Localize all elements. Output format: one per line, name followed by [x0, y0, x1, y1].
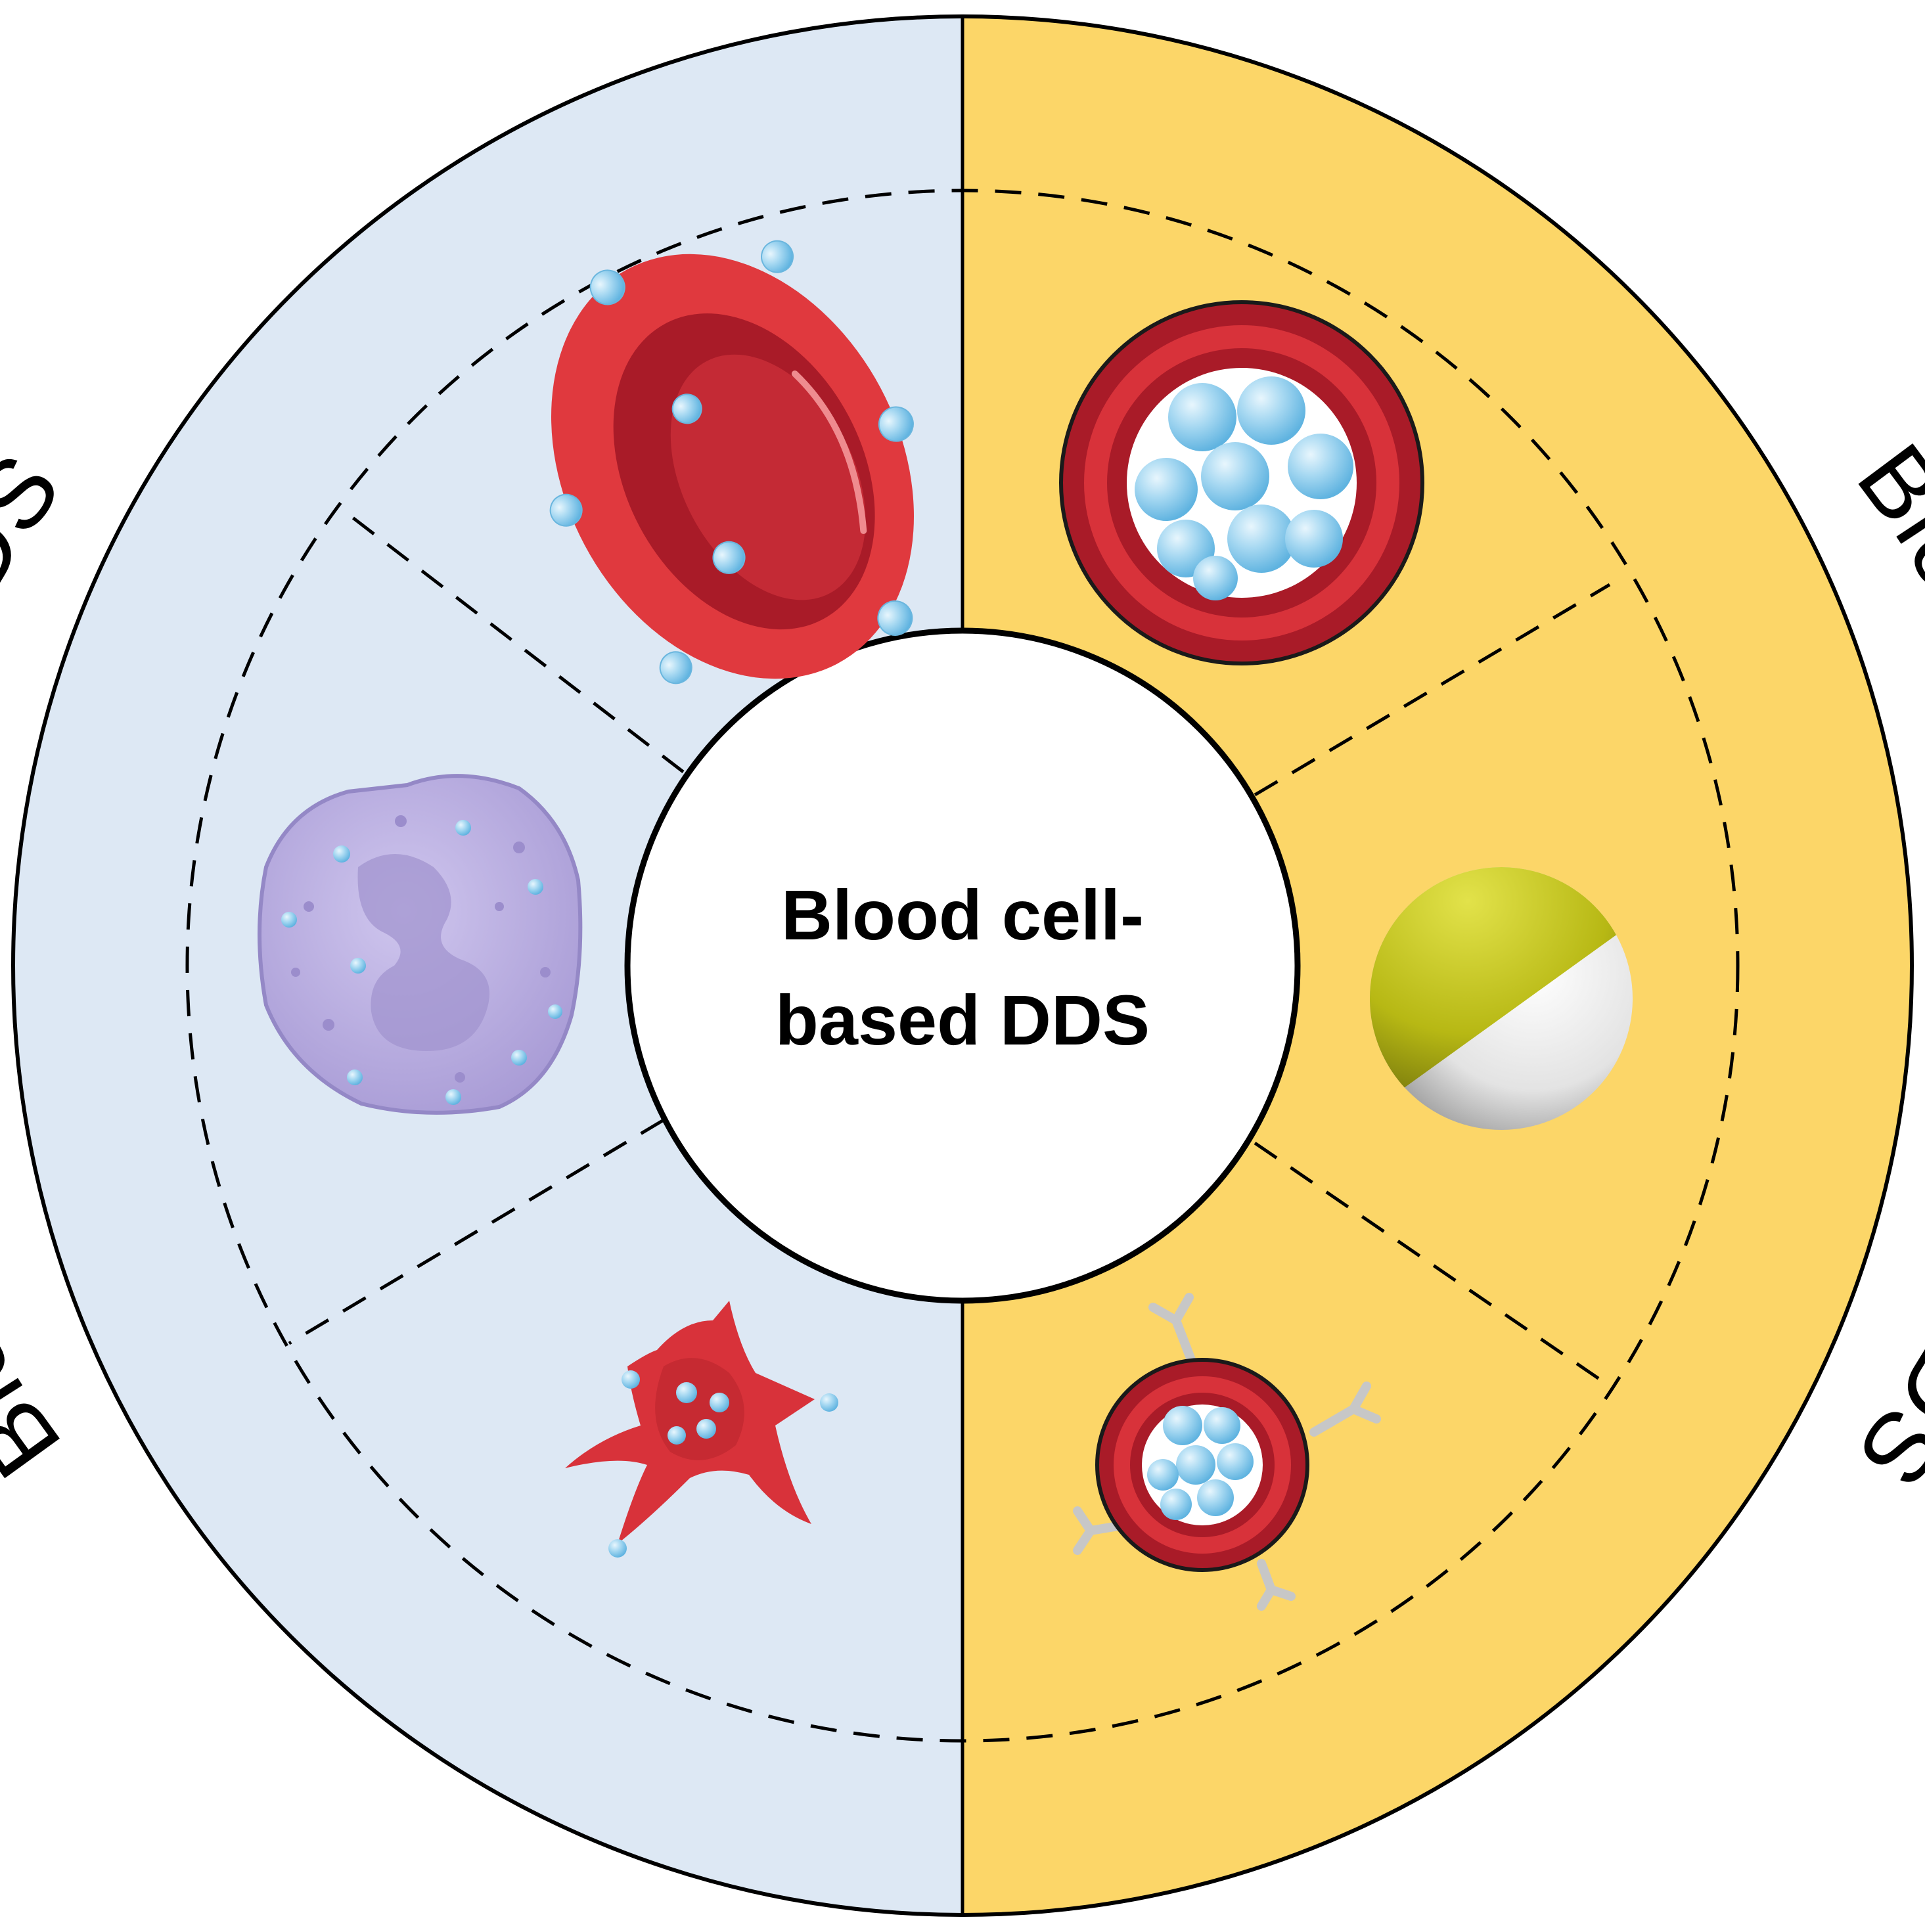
membrane-coated-nanoparticle-icon	[1059, 300, 1424, 665]
center-title-line-1: Blood cell-	[781, 875, 1144, 955]
divider-right-lower	[1254, 1141, 1611, 1388]
dashed-inner-circle	[185, 189, 1740, 1743]
white-blood-cell-icon	[258, 774, 583, 1115]
divider-left-upper	[340, 508, 685, 773]
center-title-line-2: based DDS	[775, 980, 1150, 1060]
red-blood-cell-icon	[549, 240, 914, 685]
sector-dividers	[288, 508, 1611, 1388]
center-hub: Blood cell- based DDS	[624, 627, 1301, 1304]
divider-left-lower	[288, 1118, 665, 1345]
center-circle	[624, 627, 1301, 1304]
divider-right-upper	[1254, 583, 1611, 797]
antibody-coated-nanoparticle-icon	[1073, 1293, 1381, 1611]
platelet-icon	[565, 1301, 838, 1558]
